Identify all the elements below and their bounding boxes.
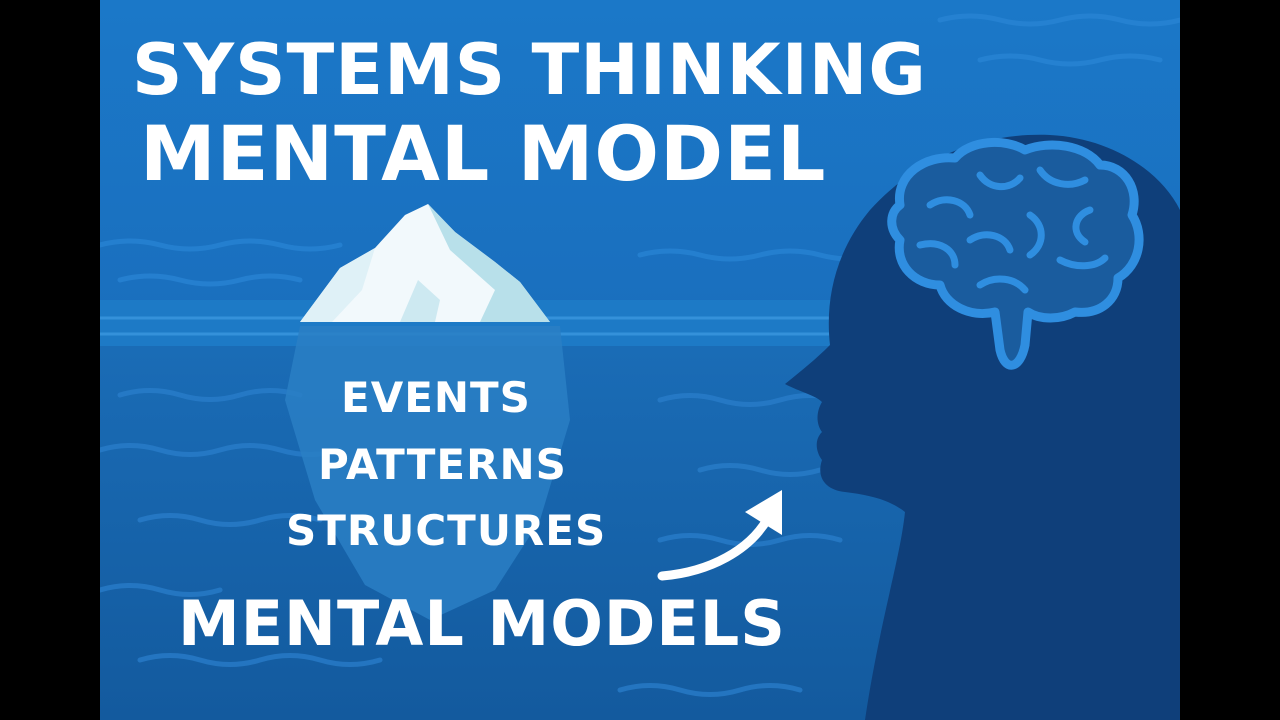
upper-waves	[100, 13, 1180, 287]
scene-illustration	[100, 0, 1180, 720]
title-line-2: MENTAL MODEL	[140, 109, 827, 198]
brain-icon	[887, 137, 1144, 370]
iceberg-underwater	[285, 326, 570, 620]
thumbnail-frame: SYSTEMS THINKING MENTAL MODEL EVENTS PAT…	[100, 0, 1180, 720]
iceberg-icon	[300, 204, 550, 322]
curved-arrow-icon	[657, 490, 782, 581]
iceberg-layer-patterns: PATTERNS	[318, 440, 567, 489]
iceberg-layer-structures: STRUCTURES	[286, 506, 607, 555]
iceberg-layer-events: EVENTS	[341, 373, 531, 422]
mental-models-label: MENTAL MODELS	[178, 587, 786, 660]
title-line-1: SYSTEMS THINKING	[132, 29, 927, 111]
